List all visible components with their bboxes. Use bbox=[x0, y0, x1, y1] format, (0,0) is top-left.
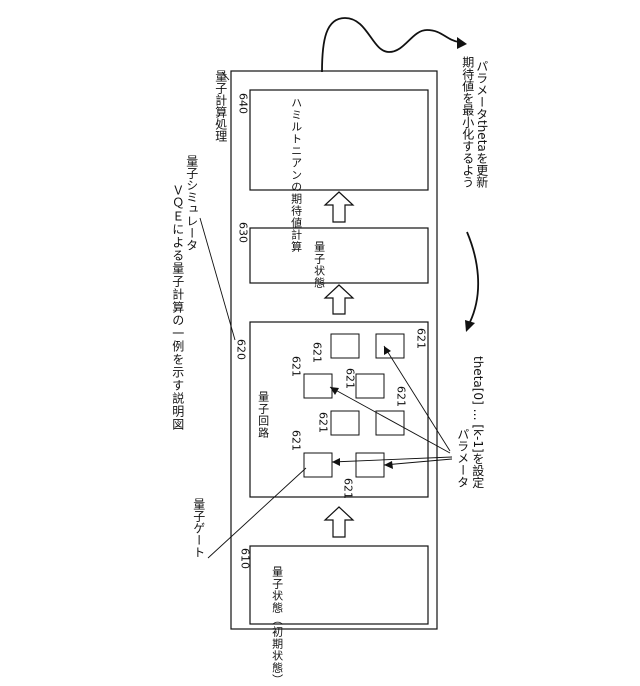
gate-box bbox=[304, 453, 332, 477]
feedback-arrowhead-out bbox=[457, 37, 467, 49]
label-processing: 量子計算処理 bbox=[213, 70, 227, 142]
diagram-lines bbox=[0, 0, 640, 640]
ref-621: 621 bbox=[316, 412, 329, 433]
box-620 bbox=[250, 322, 428, 497]
flow-arrow bbox=[325, 507, 353, 537]
ref-621: 621 bbox=[310, 342, 323, 363]
label-gate: 量子ゲート bbox=[191, 498, 205, 558]
label-update-line1: 期待値を最小化するよう bbox=[460, 56, 474, 188]
box-630 bbox=[250, 228, 428, 283]
label-initial-state: 量子状態（初期状態） bbox=[270, 566, 283, 686]
ref-621: 621 bbox=[394, 386, 407, 407]
gate-box bbox=[304, 374, 332, 398]
ref-621: 621 bbox=[343, 368, 356, 389]
label-update-line2: パラメータthetaを更新 bbox=[474, 60, 488, 188]
figure-caption: ＶＱＥによる量子計算の一例を示す説明図 bbox=[170, 184, 184, 431]
vqe-diagram: ＶＱＥによる量子計算の一例を示す説明図 610 620 630 640 621 … bbox=[0, 0, 640, 640]
label-theta-setting: theta[0] … [k-1]を設定 bbox=[470, 356, 484, 489]
gate-box bbox=[331, 334, 359, 358]
feedback-curve-back bbox=[467, 232, 478, 322]
gate-box bbox=[356, 374, 384, 398]
ref-610: 610 bbox=[238, 548, 251, 569]
ref-620: 620 bbox=[234, 339, 247, 360]
gate-box bbox=[376, 334, 404, 358]
flow-arrow bbox=[325, 192, 353, 222]
leader-simulator bbox=[200, 218, 235, 340]
label-simulator: 量子シミュレータ bbox=[184, 155, 198, 251]
gate-box bbox=[331, 411, 359, 435]
parameter-arrows bbox=[330, 346, 452, 465]
ref-640: 640 bbox=[236, 93, 249, 114]
parameter-arrowheads bbox=[330, 346, 393, 469]
ref-630: 630 bbox=[236, 222, 249, 243]
ref-621: 621 bbox=[289, 356, 302, 377]
label-circuit: 量子回路 bbox=[256, 391, 269, 439]
flow-arrow bbox=[325, 285, 353, 314]
gate-box bbox=[356, 453, 384, 477]
label-parameter: パラメータ bbox=[455, 428, 469, 488]
leader-gate bbox=[208, 468, 306, 558]
ref-621: 621 bbox=[414, 328, 427, 349]
ref-621: 621 bbox=[341, 478, 354, 499]
box-640 bbox=[250, 90, 428, 190]
label-hamiltonian: ハミルトニアンの期待値計算 bbox=[289, 97, 302, 187]
feedback-arrowhead-back bbox=[465, 320, 475, 332]
processing-frame bbox=[231, 71, 437, 629]
ref-621: 621 bbox=[289, 430, 302, 451]
feedback-curve-out bbox=[322, 18, 459, 72]
label-state: 量子状態 bbox=[312, 241, 325, 289]
